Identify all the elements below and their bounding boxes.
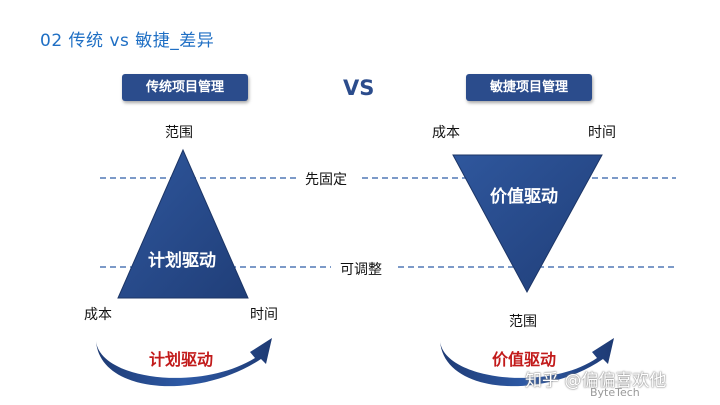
agile-inner-label: 价值驱动: [490, 187, 558, 207]
agile-pm-tag: 敏捷项目管理: [466, 74, 592, 101]
traditional-scope-label: 范围: [165, 125, 193, 141]
agile-cost-label: 成本: [432, 125, 460, 141]
traditional-triangle: [117, 148, 249, 299]
agile-scope-label: 范围: [509, 314, 537, 330]
watermark-bytetech: ByteTech: [590, 386, 640, 399]
traditional-arrow-label: 计划驱动: [149, 350, 214, 369]
traditional-time-label: 时间: [250, 307, 278, 323]
traditional-curved-arrow: [96, 338, 272, 387]
agile-curved-arrow: [440, 338, 614, 387]
traditional-cost-label: 成本: [84, 307, 112, 323]
adjustable-line-label: 可调整: [340, 262, 382, 278]
agile-time-label: 时间: [588, 125, 616, 141]
traditional-pm-tag: 传统项目管理: [122, 74, 248, 101]
agile-triangle: [452, 154, 603, 294]
watermark: 知乎 @偏偏喜欢他: [525, 371, 667, 391]
fixed-line-label: 先固定: [305, 172, 347, 188]
vs-label: VS: [343, 76, 375, 100]
traditional-inner-label: 计划驱动: [148, 251, 216, 271]
agile-arrow-label: 价值驱动: [492, 350, 557, 369]
page-title: 02 传统 vs 敏捷_差异: [40, 31, 215, 51]
